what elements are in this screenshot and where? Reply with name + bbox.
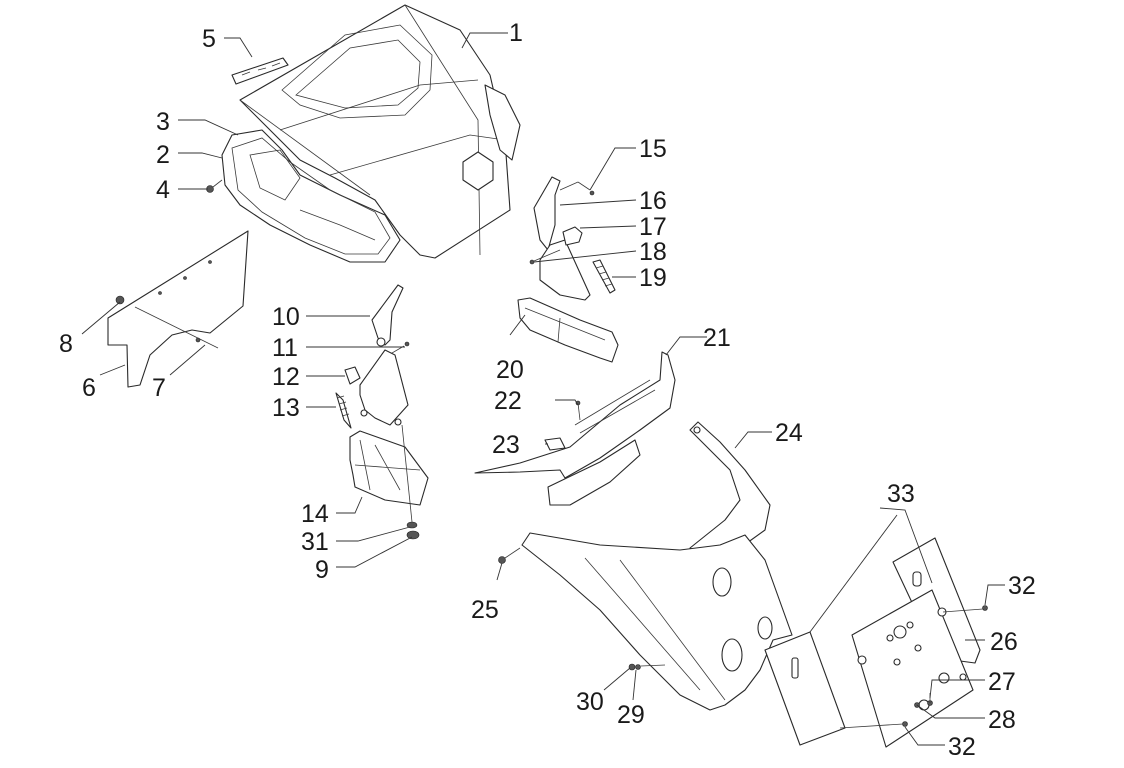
- callout-25: 25: [471, 596, 499, 624]
- callout-5: 5: [202, 25, 216, 53]
- part-19-spring[interactable]: [592, 259, 616, 294]
- part-24-mudguard-upper[interactable]: [689, 421, 771, 561]
- callout-24: 24: [775, 419, 803, 447]
- callout-16: 16: [639, 187, 667, 215]
- part-10-hinge-arm[interactable]: [371, 284, 404, 347]
- part-23-clip[interactable]: [544, 437, 566, 451]
- callout-1: 1: [509, 19, 523, 47]
- callout-21: 21: [703, 324, 731, 352]
- part-13-spring[interactable]: [335, 392, 352, 429]
- callout-7: 7: [152, 374, 166, 402]
- callout-30: 30: [576, 688, 604, 716]
- callout-14: 14: [301, 500, 329, 528]
- part-16-hinge-plate[interactable]: [533, 176, 591, 301]
- part-1-shield-body[interactable]: [239, 4, 521, 259]
- rear-mudguard-body[interactable]: [521, 532, 793, 711]
- callout-8: 8: [59, 330, 73, 358]
- part-8-nut[interactable]: [115, 295, 125, 305]
- callout-19: 19: [639, 264, 667, 292]
- part-26-plate-holder[interactable]: [851, 589, 974, 748]
- callout-11: 11: [272, 334, 298, 362]
- callout-3: 3: [156, 108, 170, 136]
- part-14-cover[interactable]: [349, 430, 429, 506]
- callout-9: 9: [315, 556, 329, 584]
- callout-12: 12: [272, 363, 300, 391]
- callout-32-upper: 32: [1008, 572, 1036, 600]
- part-9-nut[interactable]: [401, 424, 420, 540]
- part-29-30-fastener[interactable]: [628, 663, 666, 671]
- callout-28: 28: [988, 706, 1016, 734]
- callout-22: 22: [494, 387, 522, 415]
- callout-6: 6: [82, 374, 96, 402]
- part-25-screw[interactable]: [498, 547, 521, 564]
- callout-23: 23: [492, 431, 520, 459]
- part-32-nut-lower[interactable]: [839, 721, 908, 729]
- part-22-screw[interactable]: [575, 400, 581, 421]
- part-21-front-trim[interactable]: [474, 351, 676, 506]
- part-15-pin[interactable]: [559, 181, 595, 196]
- part-6-panel[interactable]: [107, 230, 249, 388]
- part-4-screw[interactable]: [206, 179, 223, 193]
- callout-10: 10: [272, 303, 300, 331]
- leader-lines: [81, 32, 1005, 746]
- callout-17: 17: [639, 213, 667, 241]
- part-32-nut-upper[interactable]: [942, 605, 988, 613]
- callout-31: 31: [301, 528, 329, 556]
- part-10-hinge-base[interactable]: [359, 349, 409, 426]
- callout-26: 26: [990, 628, 1018, 656]
- part-17-block[interactable]: [562, 226, 583, 246]
- callout-27: 27: [988, 668, 1016, 696]
- callout-4: 4: [156, 176, 170, 204]
- callout-32-lower: 32: [948, 733, 976, 761]
- part-5-emblem[interactable]: [231, 57, 289, 85]
- callout-15: 15: [639, 135, 667, 163]
- part-2-3-inner-frame[interactable]: [221, 129, 401, 263]
- part-12-bracket[interactable]: [344, 366, 361, 385]
- callout-20: 20: [496, 356, 524, 384]
- callout-labels: 1 2 3 4 5 6 7 8 9 10 11 12 13 14 15 16 1…: [59, 19, 1036, 761]
- callout-18: 18: [639, 238, 667, 266]
- callout-2: 2: [156, 141, 170, 169]
- callout-13: 13: [272, 394, 300, 422]
- part-20-cover[interactable]: [517, 297, 619, 363]
- callout-29: 29: [617, 701, 645, 729]
- callout-33: 33: [887, 480, 915, 508]
- part-7-rod[interactable]: [134, 306, 219, 349]
